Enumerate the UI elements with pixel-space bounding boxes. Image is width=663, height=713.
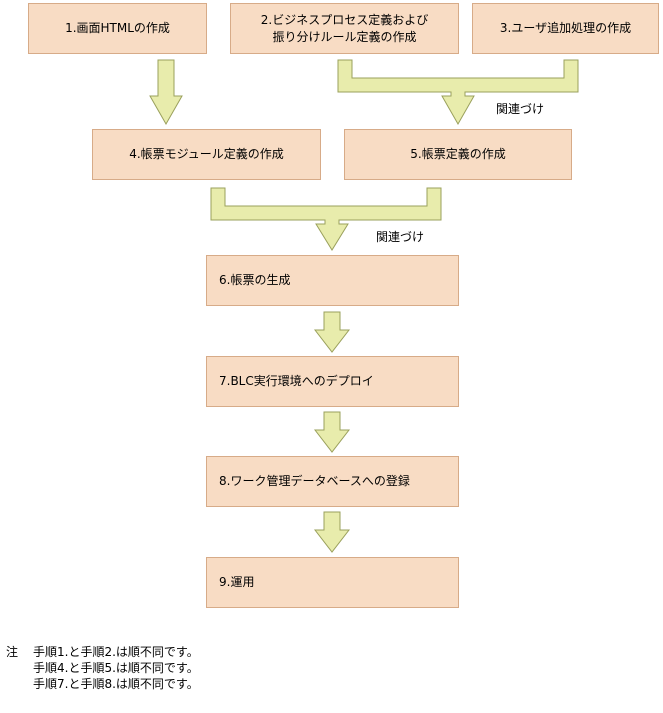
step-2-label: 2.ビジネスプロセス定義および 振り分けルール定義の作成 bbox=[260, 12, 429, 44]
merge-arrow-step4-step5-to-step6 bbox=[210, 187, 442, 251]
step-4-box: 4.帳票モジュール定義の作成 bbox=[92, 129, 321, 180]
arrow-step8-to-step9 bbox=[313, 511, 351, 553]
step-1-box: 1.画面HTMLの作成 bbox=[28, 3, 207, 54]
arrow-step7-to-step8 bbox=[313, 411, 351, 453]
step-2-box: 2.ビジネスプロセス定義および 振り分けルール定義の作成 bbox=[230, 3, 459, 54]
arrow-step1-to-step4 bbox=[149, 59, 183, 126]
step-6-label: 6.帳票の生成 bbox=[219, 273, 291, 287]
note-line: 手順1.と手順2.は順不同です。 bbox=[33, 645, 199, 659]
step-7-label: 7.BLC実行環境へのデプロイ bbox=[219, 374, 374, 388]
step-8-box: 8.ワーク管理データベースへの登録 bbox=[206, 456, 459, 507]
link-label-step2-step3: 関連づけ bbox=[496, 102, 545, 116]
step-3-box: 3.ユーザ追加処理の作成 bbox=[472, 3, 659, 54]
step-7-box: 7.BLC実行環境へのデプロイ bbox=[206, 356, 459, 407]
merge-arrow-step2-step3-to-step5 bbox=[337, 59, 579, 126]
note-line: 手順4.と手順5.は順不同です。 bbox=[33, 661, 199, 675]
note-mark: 注 bbox=[6, 645, 19, 659]
step-1-label: 1.画面HTMLの作成 bbox=[65, 21, 170, 35]
step-8-label: 8.ワーク管理データベースへの登録 bbox=[219, 474, 410, 488]
step-6-box: 6.帳票の生成 bbox=[206, 255, 459, 306]
arrow-step6-to-step7 bbox=[313, 311, 351, 353]
step-5-box: 5.帳票定義の作成 bbox=[344, 129, 572, 180]
step-9-box: 9.運用 bbox=[206, 557, 459, 608]
step-3-label: 3.ユーザ追加処理の作成 bbox=[499, 21, 632, 35]
note-line: 手順7.と手順8.は順不同です。 bbox=[33, 677, 199, 691]
step-5-label: 5.帳票定義の作成 bbox=[410, 147, 506, 161]
step-4-label: 4.帳票モジュール定義の作成 bbox=[129, 147, 284, 161]
link-label-step4-step5: 関連づけ bbox=[376, 230, 425, 244]
step-9-label: 9.運用 bbox=[219, 575, 255, 589]
